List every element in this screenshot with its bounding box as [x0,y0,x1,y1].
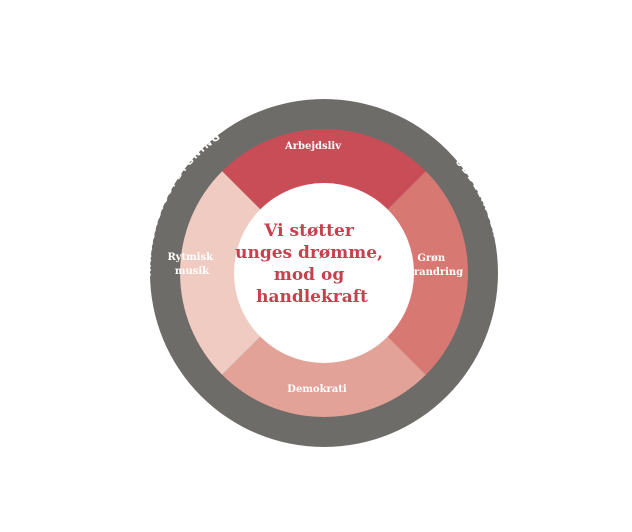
label-groen-forandring: Grøn forandring [403,253,463,278]
center-circle [234,183,414,363]
ring-label-viden: VIDEN [302,461,346,473]
label-arbejdsliv: Arbejdsliv [284,141,342,152]
label-demokrati: Demokrati [287,384,347,395]
center-text: Vi støtter unges drømme, mod og handlekr… [235,221,389,307]
label-rytmisk-musik: Rytmisk musik [168,252,217,277]
